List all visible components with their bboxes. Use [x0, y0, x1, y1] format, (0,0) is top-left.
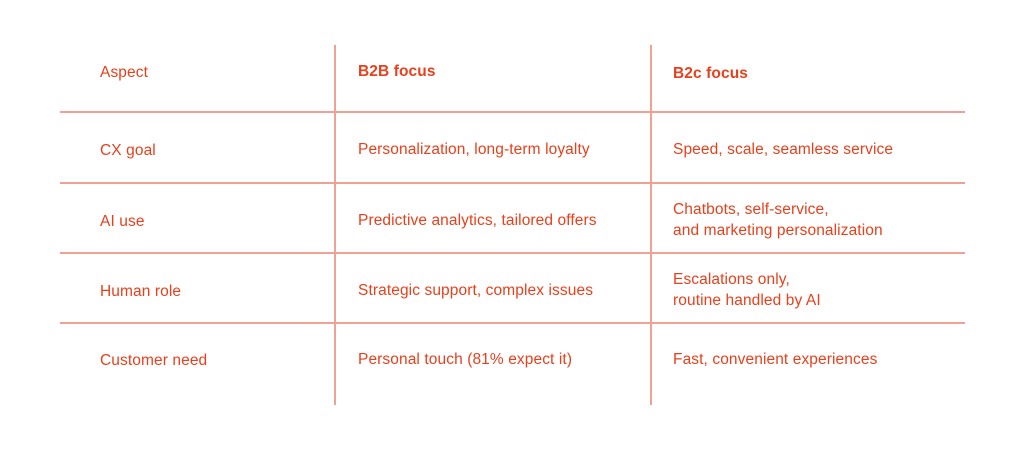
row-divider-1 [60, 182, 965, 184]
row-aspect-label: AI use [100, 213, 145, 230]
row-b2c-value: Chatbots, self-service, and marketing pe… [673, 201, 883, 239]
row-aspect-label: Human role [100, 283, 182, 300]
column-header-b2c: B2c focus [673, 65, 748, 82]
row-divider-3 [60, 322, 965, 324]
row-aspect-label: Customer need [100, 352, 208, 369]
row-b2b-value: Personalization, long-term loyalty [358, 141, 590, 158]
row-aspect-label: CX goal [100, 142, 156, 159]
column-divider-2 [650, 45, 652, 405]
row-b2c-value: Speed, scale, seamless service [673, 141, 894, 158]
row-b2b-value: Predictive analytics, tailored offers [358, 212, 597, 229]
row-b2b-value: Strategic support, complex issues [358, 282, 594, 299]
row-divider-2 [60, 252, 965, 254]
row-b2c-value: Escalations only, routine handled by AI [673, 271, 821, 309]
row-b2c-value: Fast, convenient experiences [673, 351, 878, 368]
row-divider-header [60, 111, 965, 113]
row-b2b-value: Personal touch (81% expect it) [358, 351, 573, 368]
column-header-b2b: B2B focus [358, 63, 436, 80]
column-divider-1 [334, 45, 336, 405]
column-header-aspect: Aspect [100, 64, 148, 81]
